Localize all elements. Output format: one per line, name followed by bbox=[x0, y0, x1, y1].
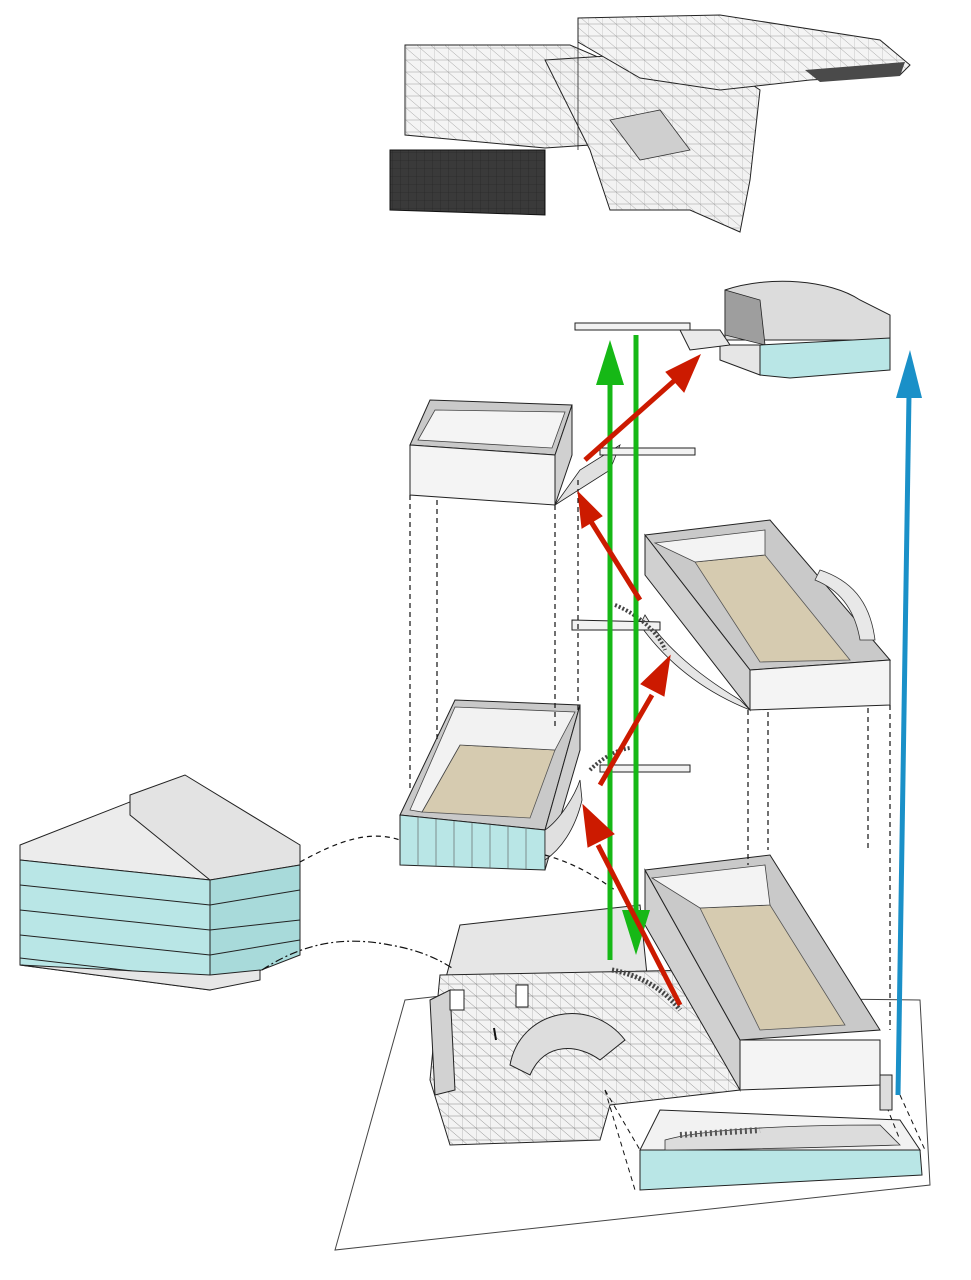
top-volume-base bbox=[719, 344, 761, 376]
upper-right-cloud bbox=[814, 569, 876, 641]
lower-box-right-column bbox=[879, 1074, 893, 1111]
floor-line-1 bbox=[19, 884, 211, 906]
upper-left-inner bbox=[417, 409, 566, 449]
upper-left-side bbox=[554, 404, 573, 506]
ground-dome bbox=[509, 1013, 626, 1076]
upper-left-wing bbox=[554, 444, 621, 506]
ground-plan-mesh bbox=[429, 904, 746, 1146]
green-arrow-down-head bbox=[622, 910, 650, 955]
upper-box-left bbox=[409, 399, 621, 506]
ground-mesh-lines bbox=[430, 970, 745, 1145]
basement-glazed bbox=[604, 1089, 926, 1191]
side-building-base bbox=[19, 964, 261, 991]
side-floor-2 bbox=[209, 919, 301, 931]
basement-stair bbox=[679, 1127, 761, 1138]
red-arrow-2-head bbox=[640, 654, 671, 697]
red-arrow-1-head bbox=[582, 803, 615, 848]
dashed-connectors bbox=[261, 480, 891, 1030]
canopy-right-shade bbox=[805, 62, 905, 82]
upper-right-inner bbox=[653, 529, 766, 563]
green-arrow-up-head bbox=[596, 340, 624, 385]
red-arrow-4-head bbox=[665, 353, 702, 393]
side-building-glazed bbox=[19, 774, 301, 991]
canopy-inner-fold bbox=[609, 109, 691, 161]
red-arrow-1-shaft bbox=[595, 843, 683, 1007]
landing-low bbox=[599, 764, 691, 773]
middle-box-left-glazed bbox=[399, 699, 583, 871]
middle-box-inner-wall bbox=[409, 706, 576, 813]
red-arrow-3-shaft bbox=[587, 518, 643, 602]
basement-lead-3 bbox=[899, 1094, 926, 1151]
blue-arrow-head bbox=[896, 350, 922, 398]
ground-mark bbox=[493, 1027, 497, 1041]
basement-lead-1 bbox=[604, 1089, 641, 1151]
lower-box-right-front bbox=[739, 1039, 881, 1091]
side-building-glass-side bbox=[209, 864, 301, 991]
ground-stair bbox=[611, 967, 682, 1012]
red-arrow-3-head bbox=[577, 490, 603, 529]
landing-top bbox=[574, 322, 691, 331]
top-volume-glass bbox=[759, 337, 891, 379]
red-arrows bbox=[577, 353, 702, 1007]
upper-box-right bbox=[639, 519, 892, 712]
ground-wall-left bbox=[429, 989, 456, 1096]
lower-box-right-inner-wall bbox=[650, 864, 771, 909]
side-floor-1 bbox=[209, 889, 301, 906]
floor-line-3 bbox=[19, 934, 211, 956]
blue-arrow bbox=[895, 350, 922, 1096]
lower-box-right bbox=[644, 854, 893, 1111]
top-volume-glazed bbox=[719, 280, 891, 379]
landing-top-ext bbox=[679, 329, 731, 351]
red-arrow-2-shaft bbox=[597, 693, 655, 787]
stair-mid bbox=[614, 603, 667, 651]
landing-upper bbox=[599, 447, 696, 456]
ground-pier-1 bbox=[449, 989, 465, 1011]
side-floor-3 bbox=[209, 939, 301, 956]
connector-curve-upper bbox=[299, 835, 401, 863]
canopy-dark-mesh bbox=[390, 150, 545, 215]
red-arrow-4-shaft bbox=[583, 378, 677, 462]
mesh-roof-canopy bbox=[389, 14, 911, 233]
basement-glass bbox=[639, 1149, 923, 1191]
top-volume-curved-wall bbox=[724, 280, 891, 341]
blue-arrow-shaft bbox=[895, 394, 912, 1096]
connector-curve-lower bbox=[261, 940, 453, 971]
upper-left-front bbox=[409, 444, 556, 506]
ground-pier-2 bbox=[515, 984, 529, 1008]
middle-box-wing bbox=[544, 779, 583, 861]
floor-line-2 bbox=[19, 909, 211, 931]
